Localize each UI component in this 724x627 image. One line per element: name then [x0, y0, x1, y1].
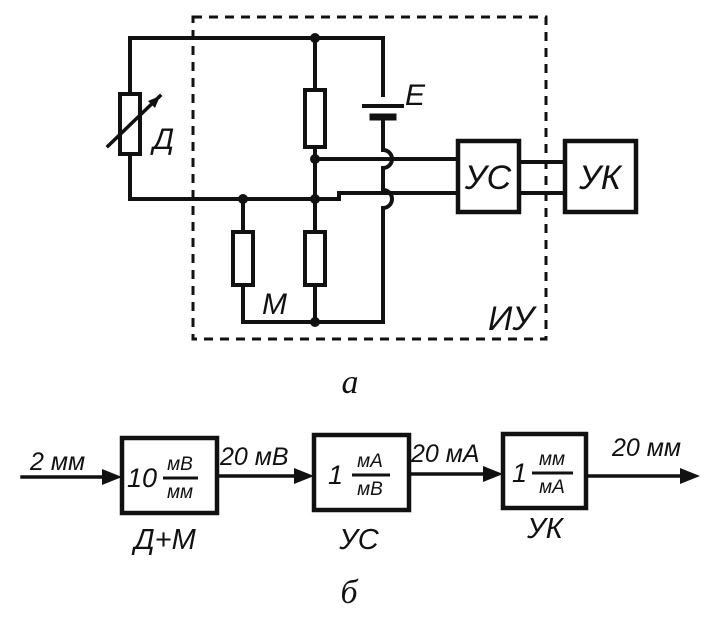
block-label: УС — [338, 524, 380, 556]
gain-denominator: мА — [539, 477, 565, 498]
block-label: УК — [526, 513, 565, 545]
signal-2: 20 мА — [410, 440, 480, 468]
caption-b: б — [340, 574, 359, 611]
gain-numerator: мВ — [167, 454, 193, 475]
amplifier-block — [455, 138, 522, 215]
caption-a: а — [342, 364, 359, 401]
gain-denominator: мВ — [357, 479, 383, 500]
input-signal: 2 мм — [29, 448, 85, 476]
block-recorder: 1 мм мА УК — [500, 431, 589, 545]
variable-resistor-sensor — [105, 92, 163, 156]
signal-3: 20 мм — [611, 434, 681, 462]
block-amplifier: 1 мА мВ УС — [311, 432, 412, 556]
circuit-wires — [128, 36, 567, 324]
gain-numerator: мА — [357, 451, 383, 472]
gain-value: 10 — [127, 463, 157, 493]
recorder-label: УК — [578, 159, 623, 197]
resistor-m-label: М — [262, 288, 287, 321]
gain-numerator: мм — [539, 449, 565, 470]
recorder-block — [562, 138, 639, 215]
input-arrowhead — [102, 469, 122, 485]
battery-label: Е — [405, 79, 426, 112]
resistor-bottom-right — [303, 230, 327, 287]
junction-dots — [238, 33, 320, 327]
measuring-unit-boundary — [191, 15, 548, 341]
block-label: Д+М — [131, 524, 196, 556]
gain-denominator: мм — [167, 482, 193, 503]
gain-value: 1 — [512, 458, 527, 488]
amplifier-label: УС — [464, 159, 512, 197]
block-sensor-bridge: 10 мВ мм Д+М — [119, 435, 220, 556]
measuring-unit-label: ИУ — [488, 300, 537, 338]
bridge-circuit: Д Е М УС УК ИУ а — [105, 15, 639, 401]
arrowhead-2 — [294, 468, 314, 484]
resistor-m — [231, 230, 255, 287]
block-diagram: 2 мм 20 мВ 20 мА 20 мм 10 мВ мм Д+М 1 мА… — [20, 431, 700, 611]
arrowhead-3 — [483, 466, 503, 482]
signal-1: 20 мВ — [219, 443, 289, 471]
output-arrowhead — [680, 468, 700, 484]
battery-symbol — [362, 104, 404, 121]
resistor-top — [303, 88, 327, 149]
gain-value: 1 — [328, 460, 343, 490]
sensor-label: Д — [150, 123, 174, 156]
